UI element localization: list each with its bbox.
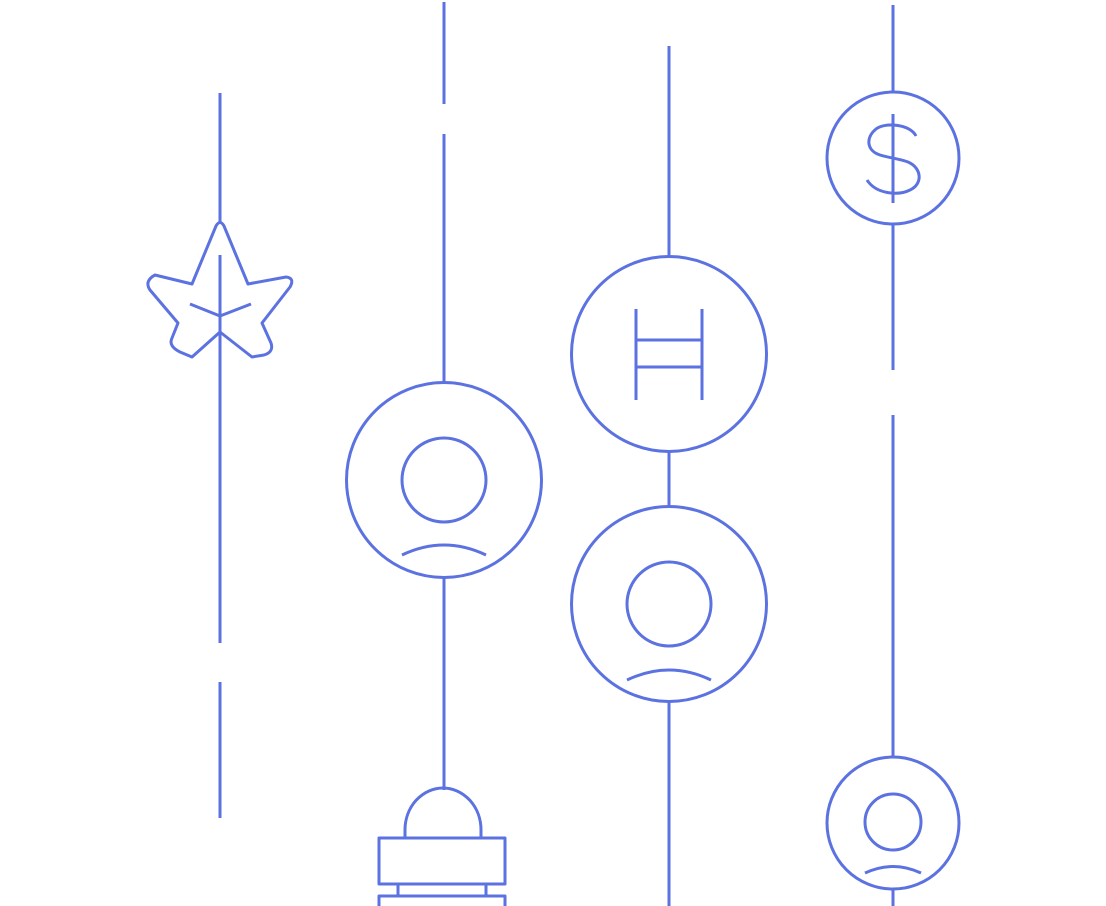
column-2 <box>345 2 543 906</box>
column-1 <box>146 93 294 818</box>
lock-icon <box>377 786 507 906</box>
h-letter-icon <box>570 255 768 453</box>
column-3 <box>570 46 768 906</box>
user-icon <box>345 381 543 579</box>
column-4 <box>825 5 961 906</box>
dollar-icon <box>825 90 961 226</box>
maple-leaf-icon <box>146 221 294 359</box>
user-icon <box>570 505 768 703</box>
user-icon <box>825 755 961 891</box>
